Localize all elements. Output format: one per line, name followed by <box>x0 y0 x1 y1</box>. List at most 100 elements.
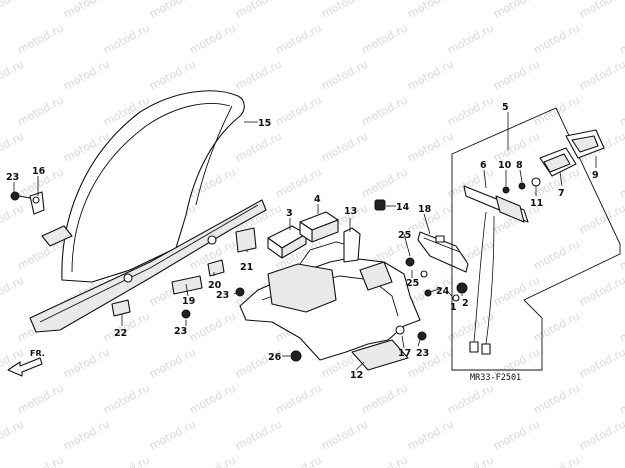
watermark-text: motod.ru <box>187 381 238 416</box>
diagram-code: MR33-F2501 <box>470 373 521 383</box>
watermark-text: motod.ru <box>531 93 582 128</box>
watermark-text: motod.ru <box>233 0 284 21</box>
watermark-text: motod.ru <box>491 417 542 452</box>
callout-8: 8 <box>516 160 523 171</box>
watermark-text: motod.ru <box>445 21 496 56</box>
watermark-text: motod.ru <box>405 345 456 380</box>
watermark-text: motod.ru <box>15 21 66 56</box>
watermark-text: motod.ru <box>405 0 456 21</box>
callout-15: 15 <box>258 118 271 129</box>
watermark-text: motod.ru <box>359 165 410 200</box>
watermark-text: motod.ru <box>273 21 324 56</box>
callout-3: 3 <box>286 208 293 219</box>
callout-25-a: 25 <box>398 230 411 241</box>
callout-5: 5 <box>502 102 509 113</box>
watermark-text: motod.ru <box>445 381 496 416</box>
watermark-text: motod.ru <box>15 93 66 128</box>
watermark-text: motod.ru <box>187 21 238 56</box>
watermark-text: motod.ru <box>15 381 66 416</box>
watermark-text: motod.ru <box>187 309 238 344</box>
watermark-text: motod.ru <box>577 201 625 236</box>
washer-11 <box>531 177 541 187</box>
watermark-text: motod.ru <box>319 57 370 92</box>
watermark-text: motod.ru <box>319 0 370 21</box>
watermark-text: motod.ru <box>445 453 496 468</box>
watermark-text: motod.ru <box>147 417 198 452</box>
watermark-text: motod.ru <box>577 57 625 92</box>
plate-22 <box>111 299 131 317</box>
watermark-text: motod.ru <box>147 345 198 380</box>
watermark-text: motod.ru <box>617 309 625 344</box>
watermark-text: motod.ru <box>531 381 582 416</box>
leader-lines <box>13 112 597 371</box>
bolt-23-lower <box>235 287 245 297</box>
watermark-text: motod.ru <box>445 93 496 128</box>
watermark-text: motod.ru <box>577 0 625 21</box>
watermark-text: motod.ru <box>61 57 112 92</box>
watermark-text: motod.ru <box>15 453 66 468</box>
license-bracket-18 <box>417 231 469 273</box>
bolt-23-right <box>417 331 427 341</box>
callout-2: 2 <box>462 298 469 309</box>
bolt-10 <box>502 186 510 194</box>
watermark-text: motod.ru <box>101 453 152 468</box>
watermark-text: motod.ru <box>319 129 370 164</box>
bolt-23-left <box>10 191 31 201</box>
callout-17: 17 <box>398 348 411 359</box>
watermark-text: motod.ru <box>405 417 456 452</box>
watermark-text: motod.ru <box>61 345 112 380</box>
watermark-text: motod.ru <box>359 21 410 56</box>
module-4 <box>299 211 339 243</box>
plate-19 <box>171 275 203 295</box>
watermark-text: motod.ru <box>405 57 456 92</box>
callout-25-b: 25 <box>406 278 419 289</box>
callout-21: 21 <box>240 262 253 273</box>
watermark-text: motod.ru <box>233 345 284 380</box>
watermark-text: motod.ru <box>577 273 625 308</box>
callout-18: 18 <box>418 204 432 215</box>
lens-9 <box>565 129 605 159</box>
watermark-text: motod.ru <box>359 381 410 416</box>
watermark-text: motod.ru <box>491 0 542 21</box>
bolt-25-lower <box>420 270 428 278</box>
watermark-text: motod.ru <box>617 453 625 468</box>
callout-1: 1 <box>450 302 457 313</box>
watermark-text: motod.ru <box>273 381 324 416</box>
watermark-text: motod.ru <box>0 201 26 236</box>
callout-4: 4 <box>314 194 321 205</box>
watermark-text: motod.ru <box>0 0 26 21</box>
nut-26 <box>290 350 302 362</box>
watermark-text: motod.ru <box>359 93 410 128</box>
bolt-23-center <box>181 309 191 319</box>
watermark-text: motod.ru <box>577 345 625 380</box>
front-direction-arrow: FR. <box>7 349 45 377</box>
rear-fender-13 <box>239 227 421 361</box>
watermark-text: motod.ru <box>233 417 284 452</box>
watermark-text: motod.ru <box>617 21 625 56</box>
watermark-text: motod.ru <box>0 57 26 92</box>
callout-12: 12 <box>350 370 363 381</box>
watermark-text: motod.ru <box>147 57 198 92</box>
plate-21 <box>235 227 257 253</box>
watermark-text: motod.ru <box>491 57 542 92</box>
watermark-text: motod.ru <box>187 453 238 468</box>
signal-wiring <box>469 211 495 355</box>
watermark-text: motod.ru <box>617 381 625 416</box>
watermark-text: motod.ru <box>531 21 582 56</box>
watermark-text: motod.ru <box>0 417 26 452</box>
watermark-text: motod.ru <box>233 57 284 92</box>
watermark-text: motod.ru <box>405 129 456 164</box>
signal-stay-6 <box>463 185 529 223</box>
callout-9: 9 <box>592 170 599 181</box>
watermark-text: motod.ru <box>577 417 625 452</box>
watermark-text: motod.ru <box>0 273 26 308</box>
watermark-text: motod.ru <box>617 93 625 128</box>
bolt-17 <box>395 325 405 335</box>
watermark-text: motod.ru <box>531 453 582 468</box>
nut-2 <box>456 282 468 294</box>
watermark-text: motod.ru <box>233 129 284 164</box>
watermark-text: motod.ru <box>273 453 324 468</box>
nut-14 <box>374 199 386 211</box>
direction-label: FR. <box>30 349 45 358</box>
